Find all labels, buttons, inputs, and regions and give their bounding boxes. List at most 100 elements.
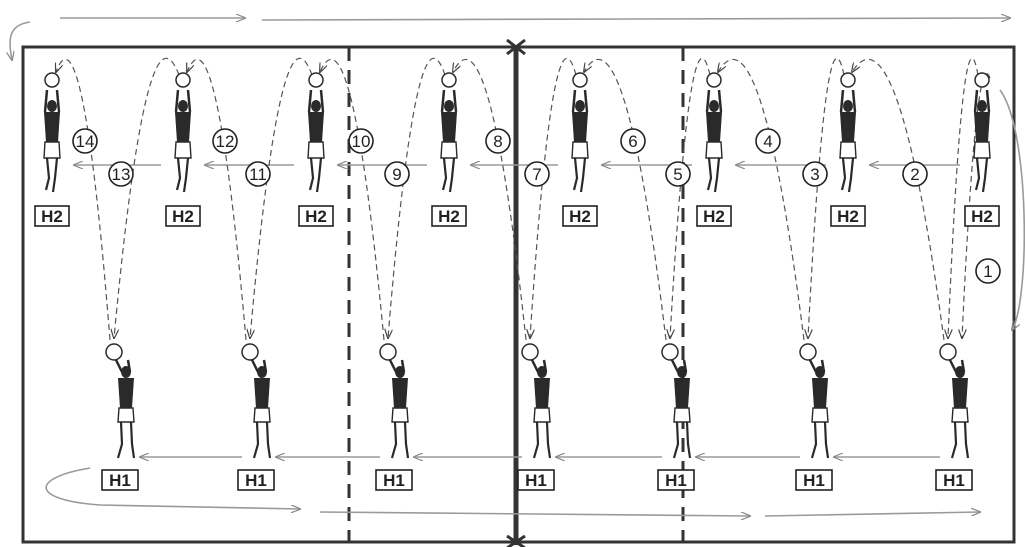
pass-number-text: 2 [910,165,919,184]
head [537,366,547,378]
player-h2: H2 [431,72,467,227]
ball-trajectory [962,73,991,338]
player-label: H2 [172,207,194,226]
player-label: H1 [803,471,825,490]
player-label: H2 [703,207,725,226]
pass-number-text: 12 [216,132,235,151]
ball-trajectory [852,59,945,341]
player-label-box [34,205,70,227]
ball-icon [441,72,457,88]
torso [706,112,722,142]
pass-number: 6 [620,128,646,154]
player-label: H1 [525,471,547,490]
player-label-box [517,469,555,491]
torso [44,112,60,142]
pass-number: 5 [665,161,691,187]
torso [974,112,990,142]
player-h1: H1 [795,343,833,491]
arms [973,89,991,113]
player-h1: H1 [517,343,555,491]
ball-icon [44,72,60,88]
pass-number-text: 6 [628,132,637,151]
torso [392,378,408,408]
bottom-return-arrow [45,467,300,509]
shorts [571,141,589,159]
player-h1: H1 [375,343,413,491]
player-h2: H2 [696,72,732,227]
player-h1: H1 [935,343,973,491]
player-label-box [237,469,275,491]
pass-number-circle [72,128,98,154]
torso [952,378,968,408]
legs [441,157,456,193]
head [815,366,825,378]
ball-trajectory [56,59,111,341]
head [47,100,57,112]
torso [534,378,550,408]
top-return-arrow [261,18,1010,20]
pass-number-circle [348,128,374,154]
pass-number-text: 13 [112,165,131,184]
ball-trajectory [808,57,845,338]
ball-icon [799,343,817,361]
player-label: H2 [305,207,327,226]
ball-trajectory [670,57,711,338]
torso [175,112,191,142]
player-label-box [795,469,833,491]
ball-icon [939,343,957,361]
legs [672,421,692,459]
pass-number: 2 [902,161,928,187]
shorts [839,141,857,159]
player-h2: H2 [298,72,334,227]
player-label-box [696,205,732,227]
player-label-box [101,469,139,491]
player-label: H2 [971,207,993,226]
head [843,100,853,112]
player-h1: H1 [237,343,275,491]
arms [43,89,61,113]
ball-icon [521,343,539,361]
head [955,366,965,378]
player-label-box [964,205,1000,227]
player-h1: H1 [657,343,695,491]
legs [44,157,59,193]
player-label-box [657,469,695,491]
torso [840,112,856,142]
legs [950,421,970,459]
right-side-arrow [999,89,1025,330]
shorts [951,407,969,423]
pass-number-text: 3 [810,165,819,184]
legs [974,157,989,193]
legs [706,157,721,193]
shorts [174,141,192,159]
pass-number-text: 5 [673,165,682,184]
pass-number-text: 1 [983,262,992,281]
shorts [391,407,409,423]
player-label-box [935,469,973,491]
torso [572,112,588,142]
pass-number-circle [245,161,271,187]
legs [175,157,190,193]
bottom-return-arrow [764,512,980,517]
legs [308,157,323,193]
ball-icon [572,72,588,88]
pass-number: 7 [524,161,550,187]
shorts [673,407,691,423]
shorts [811,407,829,423]
pass-number-text: 9 [392,165,401,184]
ball-icon [241,343,259,361]
pass-number-text: 4 [763,132,772,151]
shorts [973,141,991,159]
player-h2: H2 [34,72,70,227]
ball-trajectory [187,59,247,341]
ball-icon [661,343,679,361]
arms [571,89,589,113]
player-label-box [375,469,413,491]
arms [839,89,857,113]
player-h2: H2 [562,72,598,227]
ball-icon [706,72,722,88]
player-label: H1 [383,471,405,490]
pass-number: 3 [802,161,828,187]
legs [840,157,855,193]
ball-trajectories [56,57,991,341]
